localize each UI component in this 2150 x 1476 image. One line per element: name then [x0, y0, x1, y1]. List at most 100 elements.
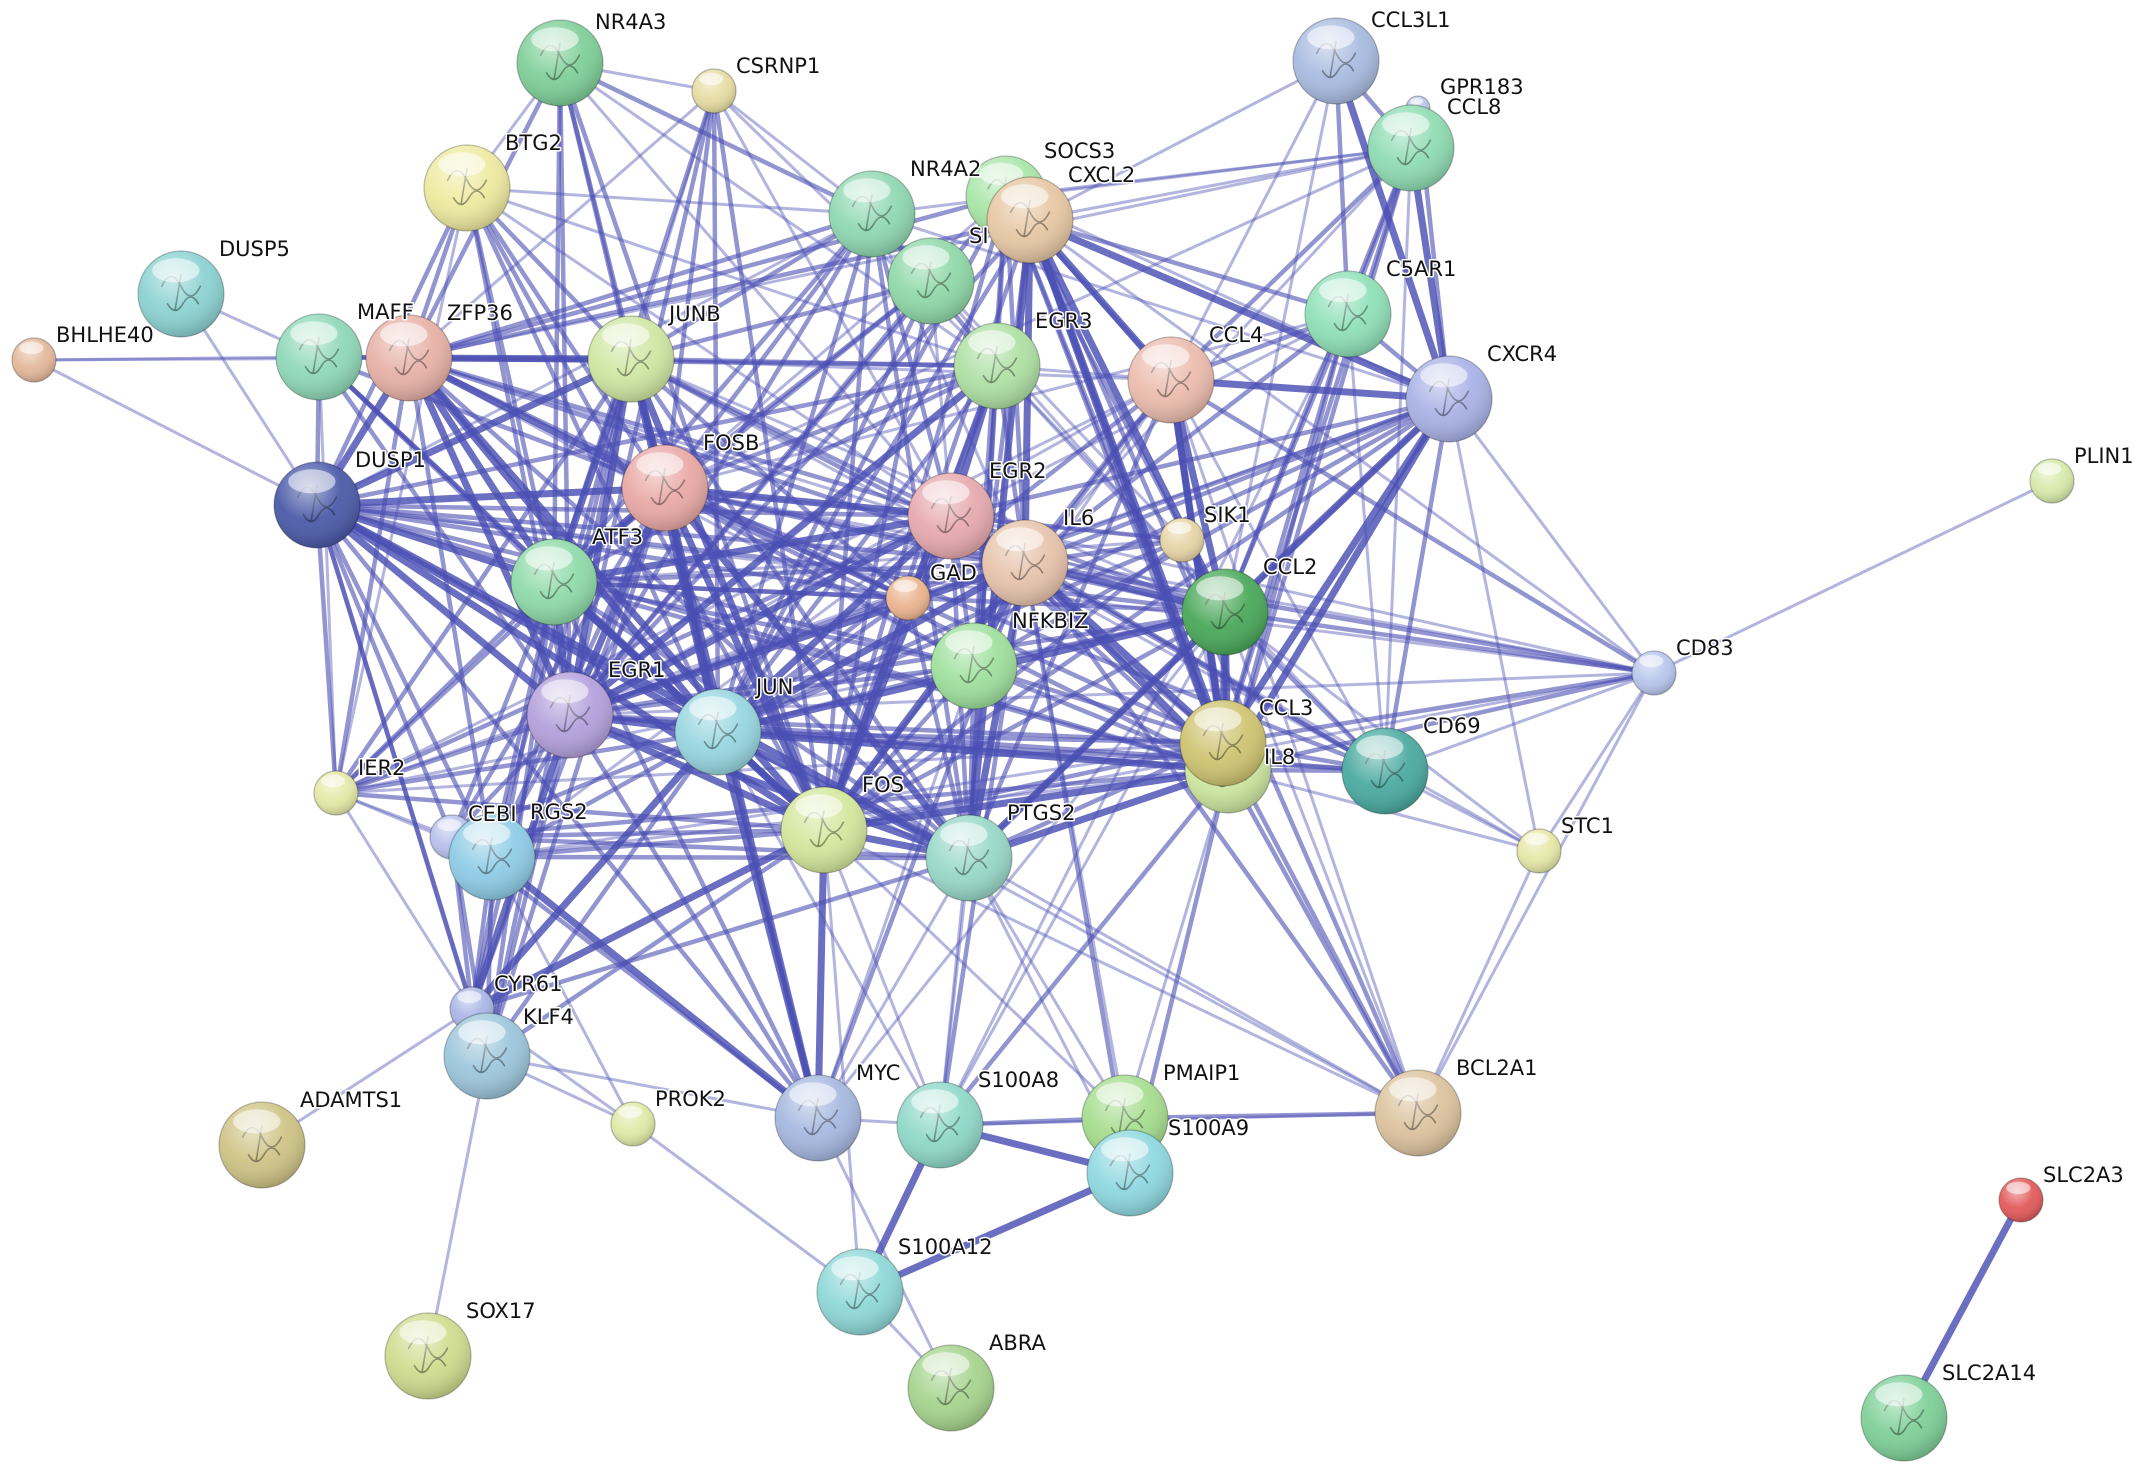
node-highlight	[945, 630, 993, 655]
edge-ccl4-ptgs2	[966, 377, 1174, 861]
node-label-pmaip1: PMAIP1	[1163, 1061, 1240, 1085]
node-ccl3[interactable]	[1179, 699, 1267, 787]
node-label-ccl3l1: CCL3L1	[1371, 8, 1450, 32]
node-highlight	[1142, 344, 1190, 369]
node-cd69[interactable]	[1341, 727, 1429, 815]
node-slc2a14[interactable]	[1860, 1374, 1948, 1462]
edge-csrnp1-jun	[711, 88, 721, 735]
edge-ptgs2-bcl2a1	[967, 856, 1420, 1115]
edge-btg2-egr2	[465, 186, 953, 518]
node-ccl8[interactable]	[1367, 104, 1455, 192]
node-rgs2[interactable]	[448, 813, 536, 901]
node-highlight	[321, 774, 346, 788]
node-c5ar1[interactable]	[1304, 270, 1392, 358]
node-highlight	[290, 321, 338, 346]
edge-btg2-nr4a2	[465, 186, 874, 216]
node-outline	[887, 237, 975, 325]
node-plin1[interactable]	[2029, 458, 2075, 504]
node-outline	[365, 314, 453, 402]
edge-ccl4-cxcr4	[1167, 376, 1453, 403]
edge-il8-ptgs2	[965, 766, 1232, 862]
node-maff[interactable]	[275, 313, 363, 401]
node-highlight	[2037, 462, 2062, 476]
node-slc2a3[interactable]	[1998, 1177, 2044, 1223]
node-sik2[interactable]	[887, 237, 975, 325]
node-fos[interactable]	[780, 786, 868, 874]
edge-csrnp1-fos	[711, 88, 827, 833]
edge-ccl8-fosb	[663, 146, 1413, 490]
node-highlight	[618, 1105, 643, 1119]
node-bhlhe40[interactable]	[11, 337, 57, 383]
node-fosb[interactable]	[621, 444, 709, 532]
node-ccl2[interactable]	[1181, 568, 1269, 656]
node-atf3[interactable]	[510, 538, 598, 626]
node-gadd45b[interactable]	[885, 575, 931, 621]
node-egr2[interactable]	[907, 472, 995, 560]
node-highlight	[922, 1352, 970, 1377]
node-bcl2a1[interactable]	[1374, 1069, 1462, 1157]
node-nr4a2[interactable]	[828, 170, 916, 258]
node-label-ccl3: CCL3	[1259, 696, 1313, 720]
edge-cxcl2-ccl8	[1028, 146, 1413, 222]
node-label-cxcl2: CXCL2	[1068, 163, 1135, 187]
edge-cxcr4-egr2	[948, 396, 1452, 519]
edge-ccl8-cd69	[1383, 146, 1413, 773]
node-label-jun: JUN	[754, 675, 793, 699]
node-zfp36[interactable]	[365, 314, 453, 402]
node-cxcl2[interactable]	[986, 176, 1074, 264]
edge-il8-s100a8	[937, 767, 1231, 1128]
edge-cd83-il8	[1225, 670, 1657, 773]
node-prok2[interactable]	[610, 1101, 656, 1147]
edge-ccl4-ier2	[334, 378, 1173, 795]
edge-cxcr4-cd83	[1447, 397, 1656, 675]
node-ptgs2[interactable]	[925, 814, 1013, 902]
nodes-layer	[11, 17, 2075, 1462]
edge-dusp1-fosb	[313, 484, 669, 509]
node-highlight	[968, 330, 1016, 355]
node-junb[interactable]	[587, 315, 675, 403]
edge-atf3-ier2	[333, 579, 557, 796]
node-cd83[interactable]	[1631, 650, 1677, 696]
node-btg2[interactable]	[423, 144, 511, 232]
node-abra[interactable]	[907, 1344, 995, 1432]
edge-stc1-bcl2a1	[1416, 849, 1541, 1115]
node-myc[interactable]	[774, 1074, 862, 1162]
edge-fos-bcl2a1	[822, 828, 1420, 1115]
edge-csrnp1-zfp36	[407, 89, 716, 360]
node-ccl4[interactable]	[1127, 336, 1215, 424]
edge-il6-atf3	[551, 560, 1028, 585]
node-outline	[1374, 1069, 1462, 1157]
node-nr4a3[interactable]	[516, 19, 604, 107]
node-stc1[interactable]	[1516, 828, 1562, 874]
node-outline	[510, 538, 598, 626]
node-outline	[313, 770, 359, 816]
edge-ccl2-fos	[821, 609, 1228, 833]
node-outline	[896, 1081, 984, 1169]
node-highlight	[1639, 654, 1664, 668]
node-csrnp1[interactable]	[691, 68, 737, 114]
node-egr1[interactable]	[526, 671, 614, 759]
edge-ccl4-cd83	[1168, 377, 1657, 676]
node-klf4[interactable]	[443, 1012, 531, 1100]
node-label-bhlhe40: BHLHE40	[56, 323, 154, 347]
node-sox17[interactable]	[384, 1312, 472, 1400]
node-ccl3l1[interactable]	[1292, 17, 1380, 105]
node-adamts1[interactable]	[218, 1101, 306, 1189]
node-nfkbiz[interactable]	[930, 622, 1018, 710]
node-label-ptgs2: PTGS2	[1007, 801, 1075, 825]
node-s100a12[interactable]	[816, 1248, 904, 1336]
node-cxcr4[interactable]	[1405, 355, 1493, 443]
node-il6[interactable]	[981, 519, 1069, 607]
node-ier2[interactable]	[313, 770, 359, 816]
node-highlight	[152, 258, 200, 283]
node-jun[interactable]	[674, 688, 762, 776]
node-dusp1[interactable]	[273, 461, 361, 549]
node-sik1[interactable]	[1159, 517, 1205, 563]
node-egr3[interactable]	[953, 322, 1041, 410]
edge-dusp1-gadd45b	[314, 502, 911, 601]
node-outline	[610, 1101, 656, 1147]
node-s100a8[interactable]	[896, 1081, 984, 1169]
node-label-cyr61: CYR61	[494, 972, 562, 996]
node-dusp5[interactable]	[137, 250, 225, 338]
node-s100a9[interactable]	[1086, 1129, 1174, 1217]
